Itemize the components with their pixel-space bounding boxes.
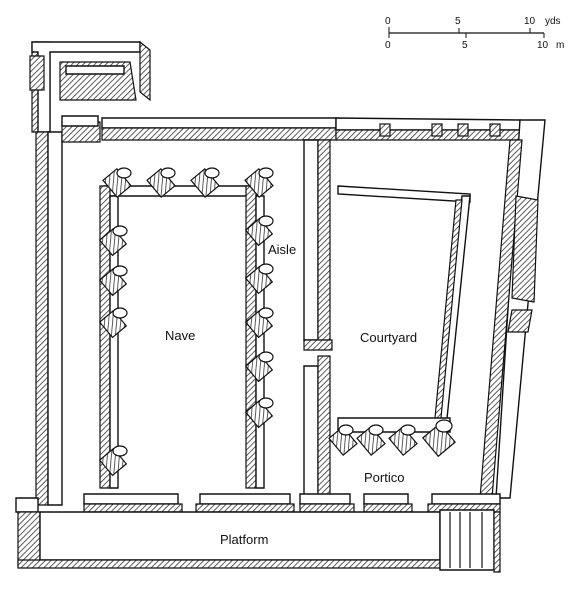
scale-m-10: 10: [537, 40, 549, 51]
east-wall: [479, 119, 546, 499]
column: [244, 167, 274, 199]
aisle-label: Aisle: [268, 242, 296, 257]
nave-label: Nave: [165, 328, 195, 343]
scale-m-5: 5: [462, 40, 468, 51]
scale-yds-unit: yds: [545, 16, 561, 27]
central-wall: [303, 139, 333, 501]
column: [102, 167, 132, 199]
column: [146, 167, 176, 199]
column: [244, 397, 274, 429]
column: [244, 215, 274, 247]
column: [244, 307, 274, 339]
platform: [15, 497, 501, 573]
scale-yds-0: 0: [385, 16, 391, 27]
scale-yds-10: 10: [524, 16, 536, 27]
column: [422, 419, 456, 458]
scale-m-unit: m: [556, 40, 564, 51]
portico-columns: [328, 419, 456, 458]
scale-yds-5: 5: [455, 16, 461, 27]
column: [98, 307, 128, 339]
nave-columns: [98, 167, 274, 477]
column: [98, 445, 128, 477]
west-wall: [35, 115, 101, 506]
scale-m-0: 0: [385, 40, 391, 51]
courtyard-label: Courtyard: [360, 330, 417, 345]
platform-label: Platform: [220, 532, 268, 547]
south-wall: [83, 493, 501, 513]
column: [98, 225, 128, 257]
column: [356, 424, 386, 457]
portico-label: Portico: [364, 470, 404, 485]
courtyard-enclosure: [337, 185, 471, 433]
column: [244, 351, 274, 383]
column: [388, 424, 418, 457]
column: [328, 424, 358, 457]
scale-bar: 0 5 10 yds 0 5 10 m: [385, 16, 564, 51]
column: [244, 263, 274, 295]
column: [190, 167, 220, 199]
column: [98, 265, 128, 297]
north-wall: [101, 117, 521, 141]
